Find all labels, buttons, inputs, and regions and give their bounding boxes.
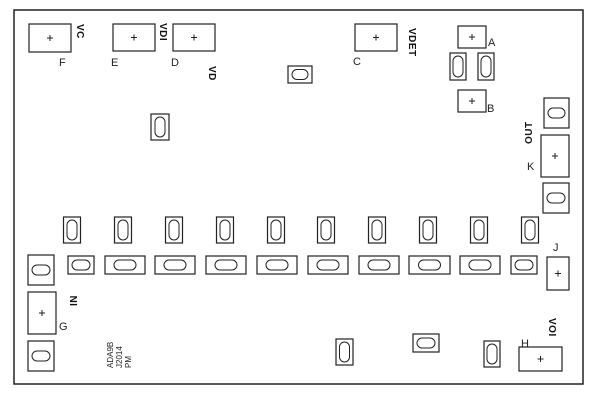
row-pad-vertical	[367, 216, 387, 244]
drill-hole-icon	[168, 219, 180, 241]
label-c: C	[353, 56, 361, 68]
drill-hole-icon	[214, 259, 238, 271]
drill-hole-icon	[270, 219, 282, 241]
row-pad-vertical	[316, 216, 336, 244]
drill-hole-icon	[31, 264, 51, 276]
plus-mark-icon	[555, 270, 561, 277]
drill-hole-icon	[473, 219, 485, 241]
drill-hole-icon	[265, 259, 289, 271]
row-pad-horizontal	[104, 255, 146, 275]
drill-hole-icon	[291, 69, 309, 80]
silkscreen-line2: J2014	[115, 346, 124, 368]
label-f: F	[59, 57, 66, 69]
row-pad-horizontal	[205, 255, 247, 275]
plus-mark-icon	[469, 34, 475, 40]
row-pad-horizontal	[408, 255, 451, 275]
drill-hole-icon	[468, 259, 492, 271]
drill-hole-icon	[486, 343, 498, 365]
silkscreen-line3: PM	[124, 356, 133, 368]
board-outline	[13, 9, 584, 385]
pad-h	[518, 346, 563, 372]
drill-hole-icon	[219, 219, 231, 241]
drill-hole-icon	[320, 219, 332, 241]
drill-hole-icon	[514, 259, 534, 271]
net-label-vdi: VDI	[157, 23, 168, 41]
drill-hole-icon	[367, 259, 391, 271]
label-h: H	[521, 338, 529, 350]
net-label-voi: VOI	[546, 318, 557, 337]
drill-hole-icon	[316, 259, 340, 271]
drill-hole-icon	[31, 350, 51, 362]
drill-hole-icon	[416, 337, 436, 349]
row-pad-vertical	[469, 216, 489, 244]
pad-oval	[335, 338, 354, 366]
label-b: B	[487, 103, 494, 115]
plus-mark-icon	[373, 34, 379, 41]
row-pad-horizontal	[256, 255, 298, 275]
row-pad-vertical	[520, 216, 540, 244]
row-pad-horizontal	[154, 255, 196, 275]
row-pad-horizontal	[459, 255, 501, 275]
row-pad-vertical	[266, 216, 286, 244]
drill-hole-icon	[422, 219, 434, 241]
plus-mark-icon	[469, 98, 475, 104]
drill-hole-icon	[71, 259, 91, 271]
drill-hole-icon	[113, 259, 137, 271]
silkscreen-line1: ADA9B	[106, 342, 115, 368]
drill-hole-icon	[452, 55, 464, 78]
plus-mark-icon	[552, 153, 558, 159]
plus-mark-icon	[131, 34, 137, 41]
row-pad-vertical	[62, 216, 82, 244]
net-label-out: OUT	[524, 121, 535, 144]
drill-hole-icon	[339, 341, 350, 363]
drill-hole-icon	[480, 55, 492, 78]
row-pad-vertical	[164, 216, 184, 244]
net-label-vdet: VDET	[406, 28, 417, 57]
drill-hole-icon	[66, 219, 78, 241]
drill-hole-icon	[371, 219, 383, 241]
net-label-vd: VD	[206, 66, 217, 81]
drill-hole-icon	[117, 219, 129, 241]
pad-oval	[150, 113, 170, 141]
label-e: E	[111, 57, 118, 69]
drill-hole-icon	[418, 259, 441, 271]
row-pad-vertical	[113, 216, 133, 244]
drill-hole-icon	[154, 116, 166, 138]
row-pad-horizontal	[307, 255, 349, 275]
label-k: K	[527, 161, 535, 173]
label-a: A	[488, 37, 496, 49]
plus-mark-icon	[39, 310, 45, 316]
drill-hole-icon	[547, 107, 566, 119]
label-g: G	[59, 321, 68, 333]
drill-hole-icon	[524, 219, 536, 241]
drill-hole-icon	[163, 259, 187, 271]
row-pad-vertical	[418, 216, 438, 244]
row-pad-vertical	[215, 216, 235, 244]
label-j: J	[553, 242, 559, 254]
pad-oval	[449, 52, 467, 81]
net-label-vc: VC	[74, 24, 85, 39]
pad-oval	[483, 340, 501, 368]
net-label-in: IN	[69, 295, 80, 306]
plus-mark-icon	[537, 356, 544, 362]
plus-mark-icon	[191, 34, 197, 41]
pad-oval	[477, 52, 495, 81]
label-d: D	[171, 57, 179, 69]
drill-hole-icon	[546, 192, 566, 204]
row-pad-horizontal	[358, 255, 400, 275]
plus-mark-icon	[47, 35, 53, 41]
pad-f	[28, 23, 72, 53]
